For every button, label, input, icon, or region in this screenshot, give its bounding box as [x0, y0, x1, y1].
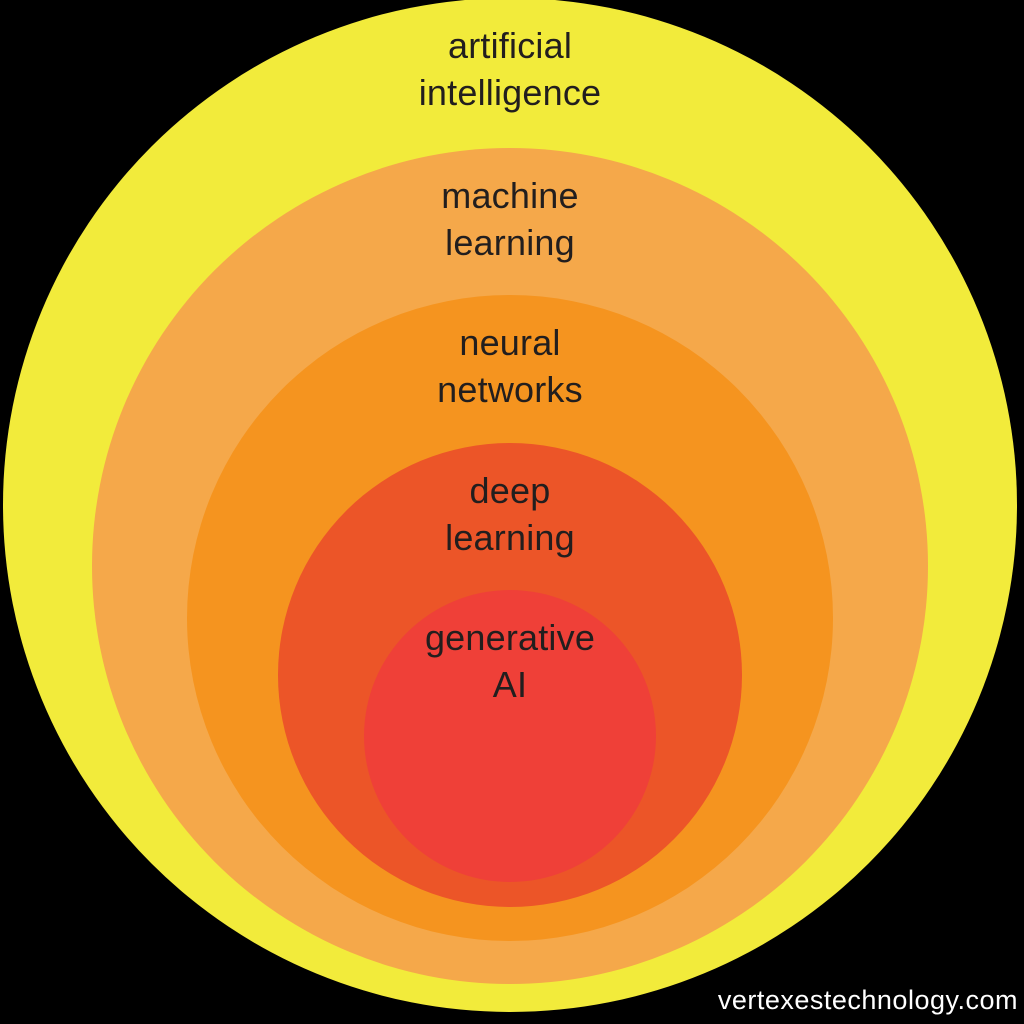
- label-line: networks: [437, 369, 583, 410]
- label-line: deep: [469, 470, 551, 511]
- label-line: AI: [492, 664, 528, 705]
- label-generative-ai: generative AI: [364, 614, 656, 708]
- label-artificial-intelligence: artificial intelligence: [3, 22, 1017, 116]
- label-deep-learning: deep learning: [278, 467, 742, 561]
- label-line: intelligence: [418, 72, 602, 113]
- watermark-text: vertexestechnology.com: [717, 985, 1018, 1015]
- label-line: generative: [424, 617, 596, 658]
- label-line: machine: [441, 175, 579, 216]
- label-line: learning: [445, 222, 575, 263]
- label-line: neural: [459, 322, 561, 363]
- circle-generative-ai: generative AI: [364, 590, 656, 882]
- label-neural-networks: neural networks: [187, 319, 833, 413]
- label-line: artificial: [447, 25, 573, 66]
- label-machine-learning: machine learning: [92, 172, 928, 266]
- label-line: learning: [445, 517, 575, 558]
